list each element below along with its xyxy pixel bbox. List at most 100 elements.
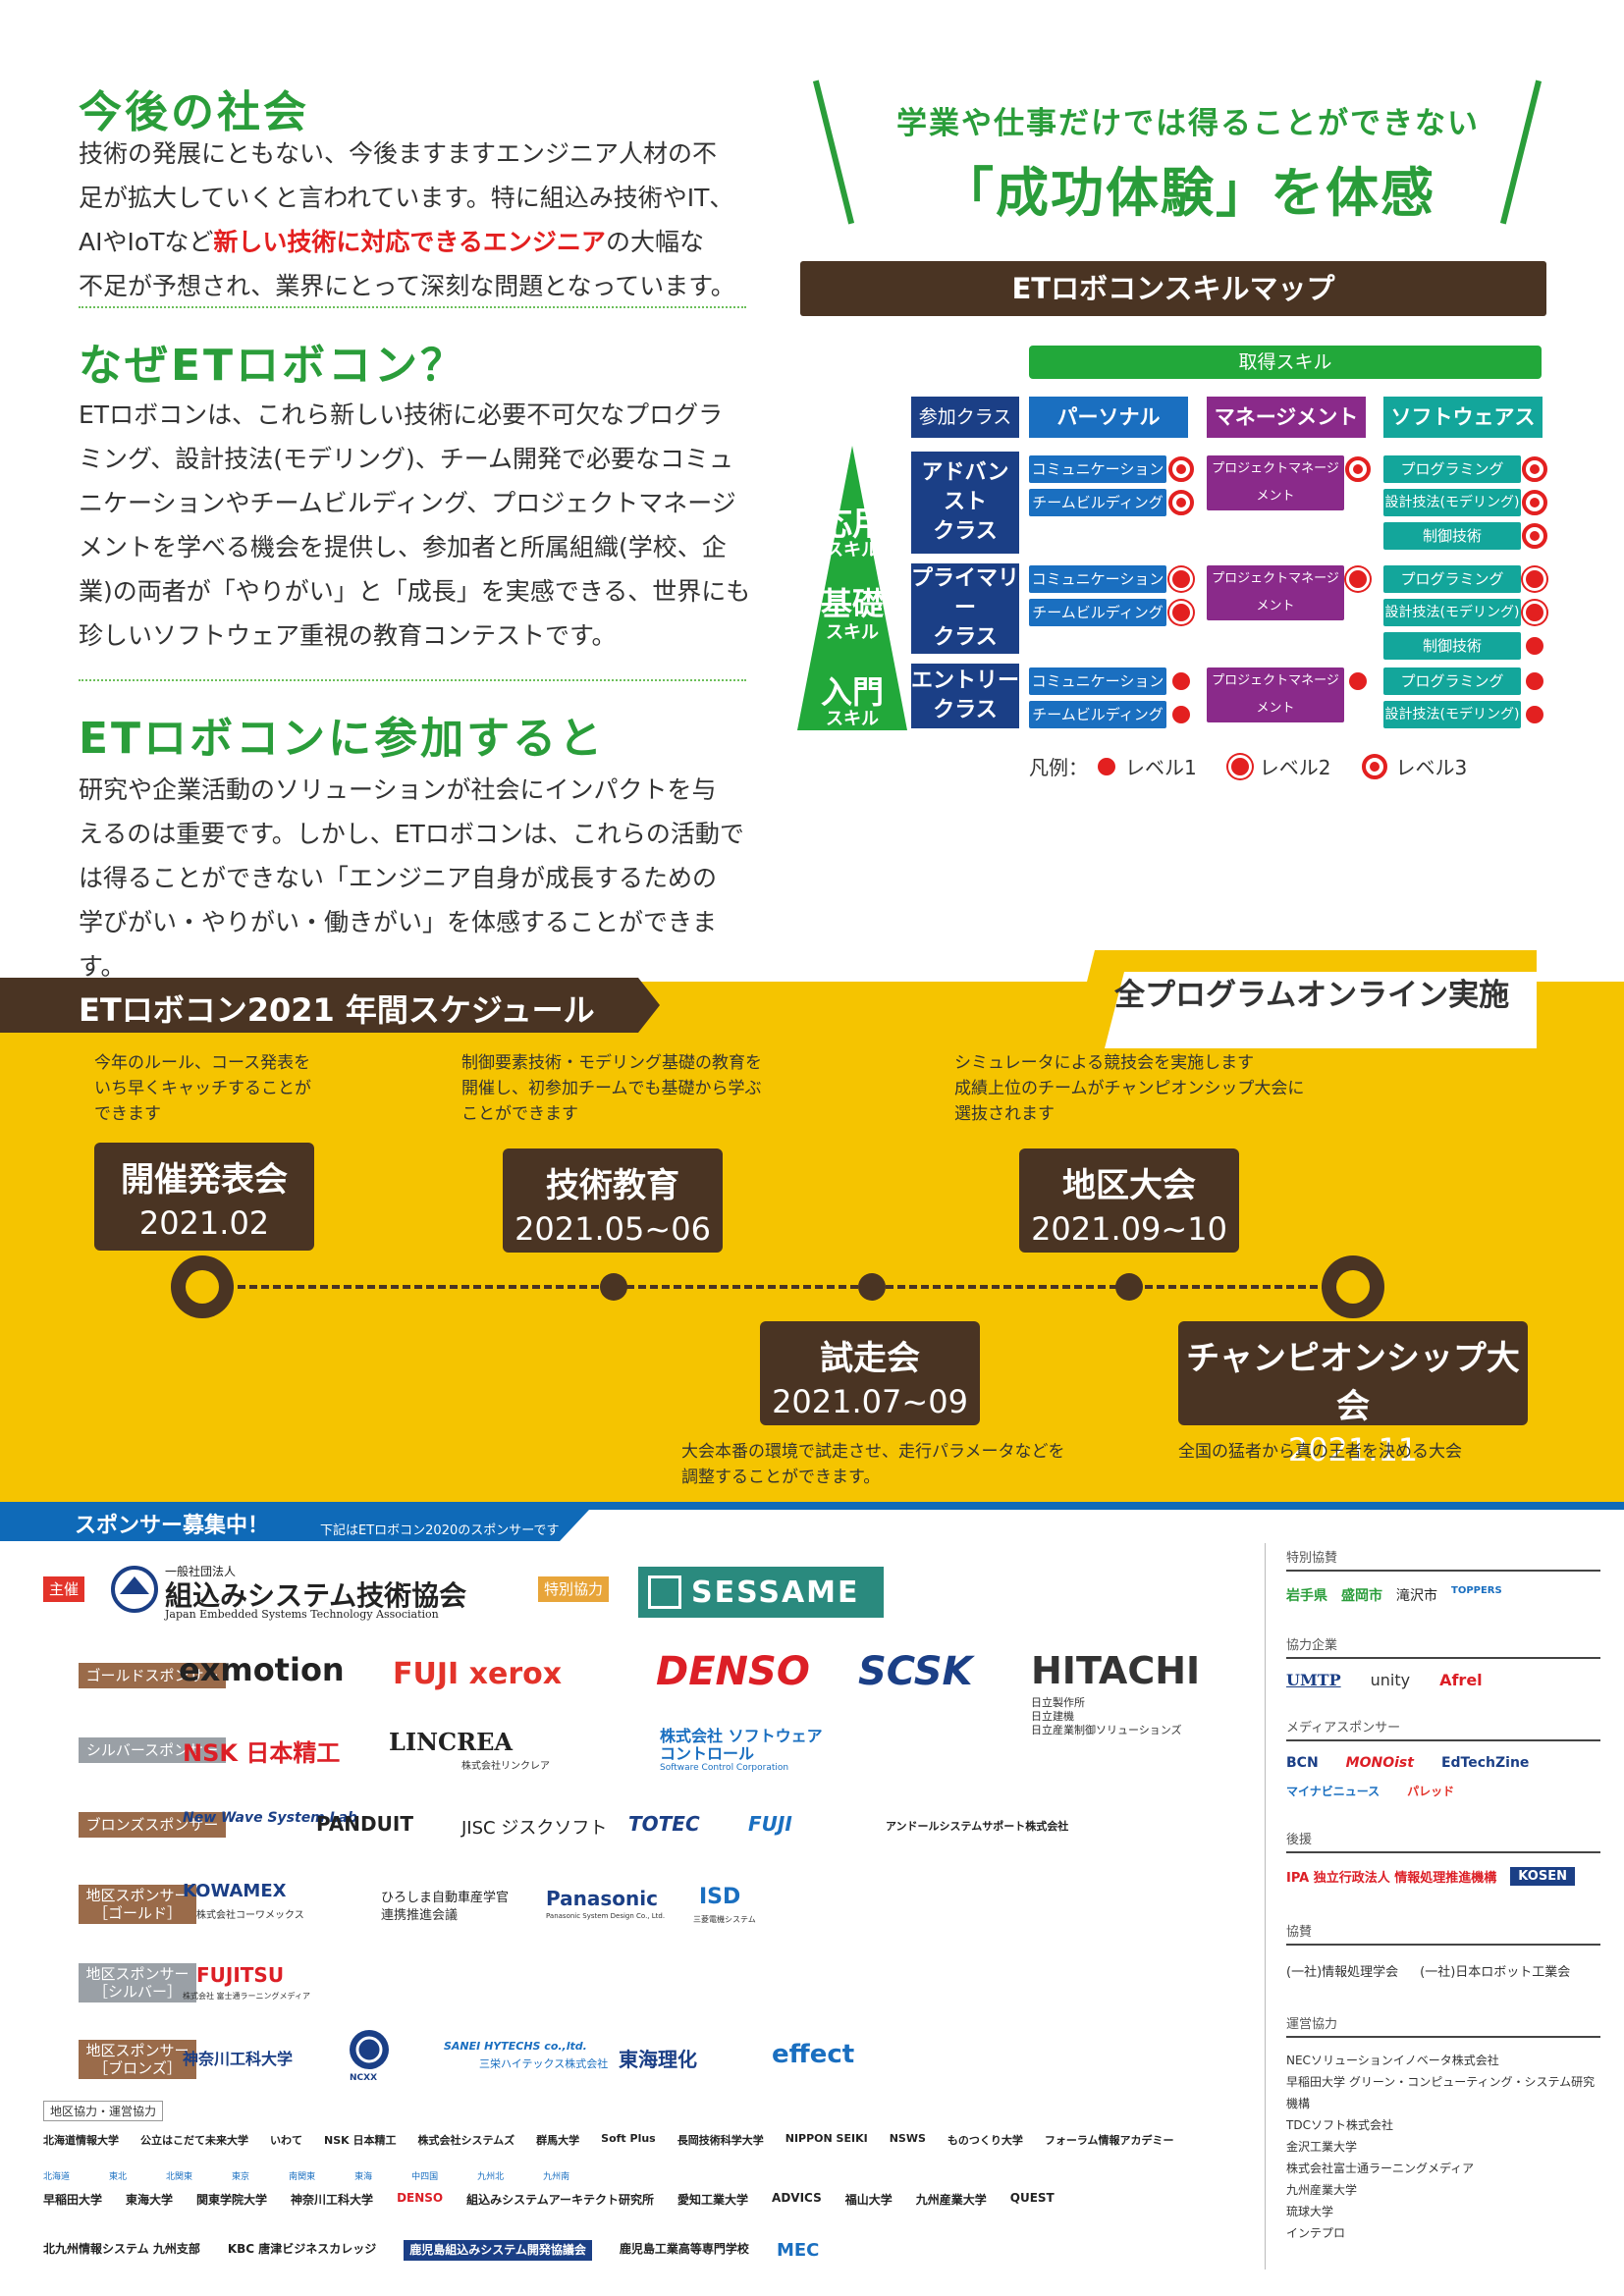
level3-marker: [1522, 456, 1547, 482]
sponsor-recruit: スポンサー募集中！: [75, 1514, 270, 1538]
pyramid-intro: 入門: [820, 673, 884, 711]
sponsor-panduit: PANDUIT: [316, 1812, 413, 1836]
sponsor-totec: TOTEC: [628, 1812, 700, 1836]
join-text: 研究や企業活動のソリューションが社会にインパクトを与 えるのは重要です。しかし、…: [79, 775, 744, 981]
level2-marker: [1169, 601, 1193, 624]
level3-marker: [1345, 456, 1371, 482]
level1-marker: [1170, 670, 1192, 692]
lincrea-sub: 株式会社リンクレア: [461, 1761, 550, 1772]
sponsor-hiroshima: ひろしま自動車産学官: [381, 1891, 510, 1905]
skill-control: 制御技術: [1383, 632, 1521, 660]
level1-marker: [1347, 670, 1369, 692]
why-title: なぜETロボコン？: [79, 341, 467, 391]
future-line: 不足が予想され、業界にとって深刻な問題となっています。: [79, 272, 735, 300]
divider: [79, 679, 746, 681]
event-date: 2021.07~09: [772, 1383, 968, 1420]
level1-marker: [1524, 704, 1545, 725]
event-card: 地区大会 2021.09~10: [1019, 1148, 1239, 1253]
sponsor-ncxx: NCXX: [350, 2073, 378, 2083]
event-card: 試走会 2021.07~09: [760, 1321, 980, 1425]
skillmap-title-bar: ETロボコンスキルマップ: [800, 261, 1546, 316]
skill-programming: プログラミング: [1383, 565, 1521, 593]
skill-communication: コミュニケーション: [1029, 565, 1166, 593]
skill-design: 設計技法(モデリング): [1383, 599, 1521, 626]
pyramid-applied: 応用: [819, 505, 886, 544]
legend-level3-marker: [1362, 753, 1388, 779]
skill-project-management: プロジェクトマネージメント: [1207, 455, 1344, 510]
online-tab-bg: [1075, 950, 1537, 1048]
timeline-end-marker: [1322, 1255, 1384, 1318]
fujitsu-sub: 株式会社 富士通ラーニングメディア: [183, 1992, 310, 2001]
event-desc: シミュレータによる競技会を実施します成績上位のチームがチャンピオンシップ大会に選…: [954, 1053, 1305, 1124]
sponsor-tokai-rika: 東海理化: [619, 2048, 697, 2071]
timeline-start-marker: [171, 1255, 234, 1318]
event-desc: 大会本番の環境で試走させ、走行パラメータなどを調整することができます。: [681, 1442, 1065, 1487]
headline-sub: 学業や仕事だけでは得ることができない: [896, 106, 1480, 141]
regional-coop-label: 地区協力・運営協力: [43, 2101, 164, 2121]
legend-level1-marker: [1096, 755, 1117, 777]
event-date: 2021.02: [138, 1204, 270, 1242]
event-card: 開催発表会 2021.02: [94, 1143, 314, 1251]
acquired-skill-bar: 取得スキル: [1029, 346, 1542, 379]
skill-pyramid: [797, 446, 907, 730]
headline-main: 「成功体験」を体感: [941, 162, 1435, 224]
assoc-list: (一社)情報処理学会(一社)日本ロボット工業会: [1286, 1965, 1571, 1980]
level3-marker: [1168, 456, 1194, 482]
sponsor-sanei: SANEI HYTECHS co.,ltd.: [444, 2040, 587, 2053]
timeline-node: [858, 1273, 886, 1301]
softwarecontrol-en: Software Control Corporation: [660, 1763, 789, 1773]
ncxx-logo-icon: [350, 2030, 389, 2069]
event-name: 技術教育: [546, 1166, 679, 1205]
bronze-label: ブロンズスポンサー: [79, 1812, 226, 1838]
silver-label: シルバースポンサー: [79, 1737, 226, 1763]
sponsor-hitachi: HITACHI: [1031, 1649, 1201, 1692]
col-software: ソフトウェアスキル: [1383, 397, 1543, 470]
sponsor-note: 下記はETロボコン2020のスポンサーです: [320, 1523, 560, 1538]
level3-marker: [1522, 490, 1547, 515]
right-column-divider: [1265, 1543, 1266, 2269]
skill-teambuilding: チームビルディング: [1029, 599, 1166, 626]
future-title: 今後の社会: [79, 87, 309, 137]
hiroshima-sub: 連携推進会議: [381, 1908, 459, 1923]
sponsor-effect: effect: [772, 2040, 855, 2069]
level2-marker: [1346, 567, 1370, 591]
level2-marker: [1169, 567, 1193, 591]
sponsor-jisc: JISC ジスクソフト: [461, 1818, 608, 1839]
regional-bronze-label: 地区スポンサー［ブロンズ］: [79, 2040, 196, 2079]
timeline-node: [1115, 1273, 1143, 1301]
class-primary: プライマリークラス: [911, 563, 1019, 654]
level3-marker: [1168, 490, 1194, 515]
sponsor-newwave: New Wave System Lab: [183, 1810, 358, 1826]
schedule-title: ETロボコン2021 年間スケジュール: [79, 991, 595, 1029]
pyramid-skill-label: スキル: [826, 540, 879, 561]
skill-project-management: プロジェクトマネージメント: [1207, 667, 1344, 722]
sponsor-isd: ISD: [699, 1885, 741, 1909]
event-card: チャンピオンシップ大会 2021.11: [1178, 1321, 1528, 1468]
sanei-sub: 三栄ハイテックス株式会社: [479, 2057, 609, 2070]
class-header: 参加クラス: [911, 397, 1019, 438]
regional-silver-label: 地区スポンサー［シルバー］: [79, 1963, 196, 2002]
level2-marker: [1523, 601, 1546, 624]
sponsor-softwarecontrol: 株式会社 ソフトウェアコントロール: [660, 1727, 823, 1763]
event-name: 開催発表会: [121, 1160, 288, 1200]
col-management: マネージメント: [1207, 397, 1366, 438]
ops-heading: 運営協力: [1286, 2017, 1338, 2032]
skill-communication: コミュニケーション: [1029, 667, 1166, 695]
pyramid-skill-label: スキル: [826, 622, 879, 643]
event-date: 2021.05~06: [514, 1210, 711, 1248]
timeline-line: [202, 1285, 1329, 1289]
class-entry: エントリークラス: [911, 664, 1019, 728]
chip-icon: [648, 1575, 681, 1609]
isd-sub: 三菱電機システム: [693, 1915, 756, 1924]
sponsor-andor: アンドールシステムサポート株式会社: [886, 1820, 1069, 1833]
highlight-text: 新しい技術に対応できるエンジニア: [213, 228, 606, 256]
sponsor-fuji: FUJI: [748, 1812, 792, 1836]
event-card: 技術教育 2021.05~06: [503, 1148, 723, 1253]
sponsor-nsk: NSK 日本精工: [183, 1739, 341, 1767]
class-advanced: アドバンストクラス: [911, 452, 1019, 554]
